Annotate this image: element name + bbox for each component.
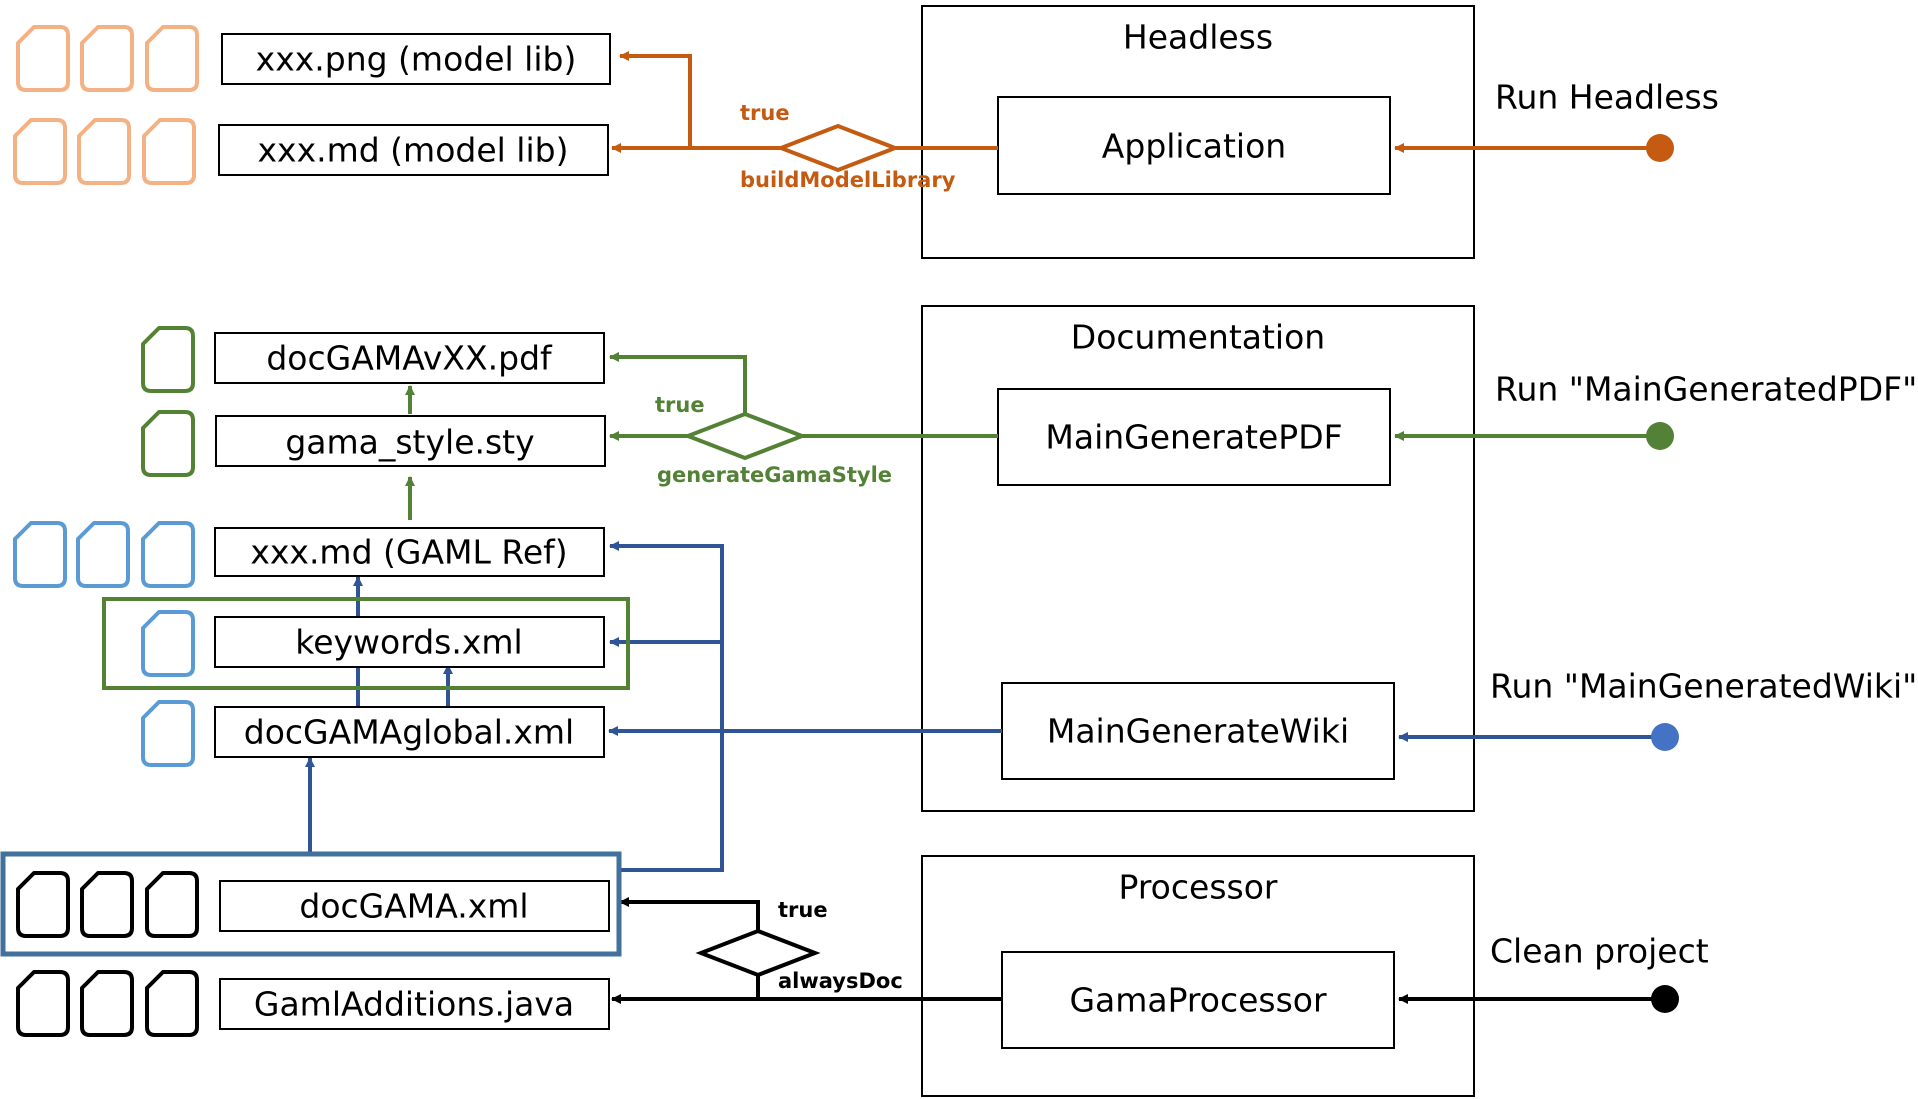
doc-global-file [214,706,605,758]
document-icon [80,871,134,938]
md-gaml-ref-label: xxx.md (GAML Ref) [250,533,567,572]
run-wiki-label: Run "MainGeneratedWiki" [1490,667,1917,706]
doc-pdf-file [214,332,605,384]
clean-project-start [1651,985,1679,1013]
document-icon [77,118,131,185]
png-model-lib-label: xxx.png (model lib) [256,40,577,79]
doc-pdf-label: docGAMAvXX.pdf [266,339,553,378]
document-icon [141,521,195,588]
doc-gama-file [219,880,610,932]
processor-title: Processor [1119,868,1278,907]
run-wiki-start [1651,723,1679,751]
png-model-lib-file [221,33,611,85]
main-generate-wiki-label: MainGenerateWiki [1047,712,1349,751]
main-generate-pdf-node [997,388,1391,486]
file-icons [13,25,199,1037]
run-headless-label: Run Headless [1495,78,1719,117]
build-true-label: true [740,101,790,125]
gaml-additions-file [219,978,610,1030]
run-pdf-start [1646,422,1674,450]
document-icon [13,521,67,588]
keywords-green-frame [102,597,630,690]
document-icon [142,118,196,185]
gama-style-label: gama_style.sty [285,423,534,462]
document-icon [16,25,70,92]
document-icon [141,610,195,677]
to-doc-gama-arrow [619,897,760,931]
to-doc-pdf-arrow [609,352,747,414]
always-doc-true-label: true [778,898,828,922]
document-icon [80,970,134,1037]
run-headless-start [1646,134,1674,162]
md-model-lib-label: xxx.md (model lib) [258,131,569,170]
application-node [997,96,1391,195]
to-png-model-lib-arrow [619,51,692,148]
run-pdf-label: Run "MainGeneratedPDF" [1495,370,1917,409]
style-true-label: true [655,393,705,417]
document-icon [80,25,134,92]
doc-gama-blue-frame [0,851,622,957]
build-model-library-decision [775,123,901,173]
generate-gama-style-decision [682,411,808,461]
headless-title: Headless [1123,18,1273,57]
document-icon [16,871,70,938]
main-generate-wiki-node [1001,682,1395,780]
keywords-label: keywords.xml [295,623,522,662]
md-gaml-ref-file [214,527,605,577]
document-icon [16,970,70,1037]
document-icon [145,871,199,938]
gama-style-file [215,415,606,467]
document-icon [141,326,195,393]
doc-gama-label: docGAMA.xml [299,887,528,926]
always-doc-condition-label: alwaysDoc [778,969,903,993]
doc-to-gaml-ref-arrow [609,541,724,872]
gama-processor-node [1001,951,1395,1049]
document-icon [13,118,67,185]
style-condition-label: generateGamaStyle [657,463,892,487]
doc-global-label: docGAMAglobal.xml [244,713,574,752]
md-model-lib-file [218,124,609,176]
document-icon [76,521,130,588]
main-generate-pdf-label: MainGeneratePDF [1045,418,1342,457]
keywords-file [214,616,605,668]
gaml-additions-label: GamlAdditions.java [254,985,574,1024]
document-icon [145,25,199,92]
build-condition-label: buildModelLibrary [740,168,956,192]
documentation-title: Documentation [1071,318,1325,357]
application-label: Application [1102,127,1286,166]
clean-project-label: Clean project [1490,932,1709,971]
gama-processor-label: GamaProcessor [1069,981,1327,1020]
document-icon [141,700,195,767]
document-icon [145,970,199,1037]
document-icon [141,410,195,477]
